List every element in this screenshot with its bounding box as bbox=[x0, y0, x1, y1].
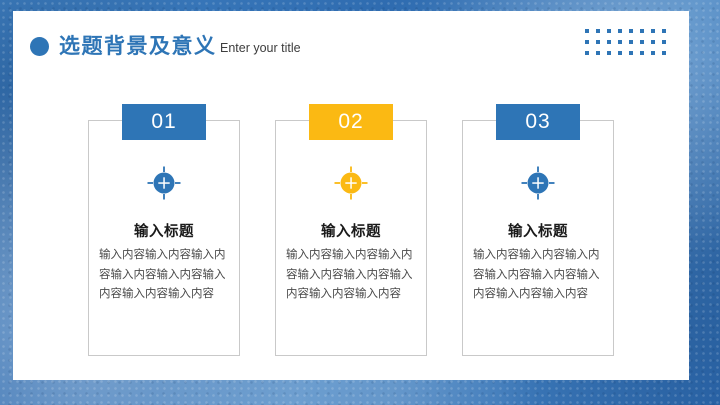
content-card[interactable]: 02 输入标题 输入内容输入内容输入内容输入内容输入内容输入内容输入内容输入内容 bbox=[275, 104, 427, 356]
bullet-dot-icon bbox=[30, 37, 49, 56]
target-plus-icon bbox=[521, 166, 555, 200]
grid-dot bbox=[662, 29, 666, 33]
card-body-text: 输入内容输入内容输入内容输入内容输入内容输入内容输入内容输入内容 bbox=[473, 249, 600, 300]
grid-dot bbox=[596, 51, 600, 55]
grid-dot bbox=[651, 29, 655, 33]
grid-dot bbox=[662, 40, 666, 44]
grid-dot bbox=[596, 29, 600, 33]
grid-dot bbox=[640, 51, 644, 55]
grid-dot bbox=[629, 51, 633, 55]
grid-dot bbox=[607, 29, 611, 33]
page-title: 选题背景及意义 bbox=[59, 35, 217, 58]
grid-dot bbox=[618, 51, 622, 55]
grid-dot bbox=[651, 40, 655, 44]
grid-dot bbox=[585, 51, 589, 55]
slide-header: 选题背景及意义 Enter your title bbox=[13, 11, 689, 73]
page-subtitle: Enter your title bbox=[220, 41, 301, 55]
target-plus-icon bbox=[334, 166, 368, 200]
grid-dot bbox=[585, 29, 589, 33]
card-title: 输入标题 bbox=[321, 224, 381, 240]
grid-dot bbox=[607, 51, 611, 55]
card-number-badge: 01 bbox=[122, 104, 206, 140]
grid-dot bbox=[585, 40, 589, 44]
card-title: 输入标题 bbox=[508, 224, 568, 240]
grid-dot bbox=[618, 29, 622, 33]
card-body-text: 输入内容输入内容输入内容输入内容输入内容输入内容输入内容输入内容 bbox=[286, 249, 413, 300]
grid-dot bbox=[629, 29, 633, 33]
grid-dot bbox=[618, 40, 622, 44]
content-card[interactable]: 01 输入标题 输入内容输入内容输入内容输入内容输入内容输入内容输入内容输入内容 bbox=[88, 104, 240, 356]
card-number-badge: 02 bbox=[309, 104, 393, 140]
grid-dot bbox=[596, 40, 600, 44]
card-body-text: 输入内容输入内容输入内容输入内容输入内容输入内容输入内容输入内容 bbox=[99, 249, 226, 300]
card-list: 01 输入标题 输入内容输入内容输入内容输入内容输入内容输入内容输入内容输入内容 bbox=[13, 11, 689, 380]
grid-dot bbox=[651, 51, 655, 55]
grid-dot bbox=[607, 40, 611, 44]
slide-canvas: 选题背景及意义 Enter your title 01 bbox=[13, 11, 689, 380]
card-title: 输入标题 bbox=[134, 224, 194, 240]
grid-dot bbox=[640, 29, 644, 33]
target-plus-icon bbox=[147, 166, 181, 200]
card-number-badge: 03 bbox=[496, 104, 580, 140]
grid-dot bbox=[629, 40, 633, 44]
grid-dot bbox=[640, 40, 644, 44]
decorative-dot-grid bbox=[585, 29, 673, 62]
content-card[interactable]: 03 输入标题 输入内容输入内容输入内容输入内容输入内容输入内容输入内容输入内容 bbox=[462, 104, 614, 356]
grid-dot bbox=[662, 51, 666, 55]
